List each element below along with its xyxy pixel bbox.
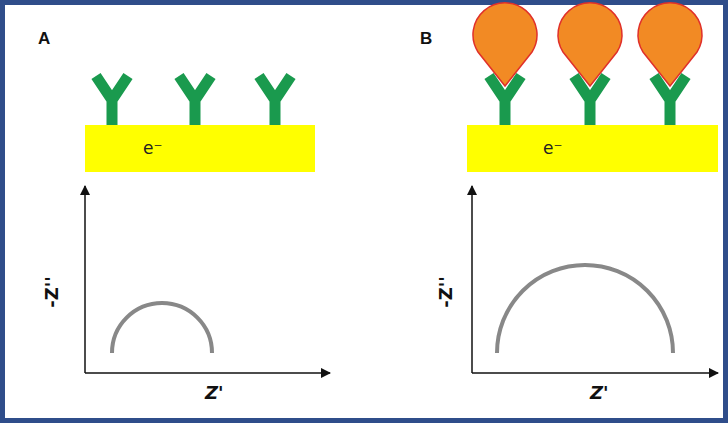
electron-label: e⁻: [543, 140, 562, 157]
panel-letter: B: [420, 30, 432, 47]
antigens: [473, 3, 702, 86]
panel-letter: A: [38, 30, 50, 47]
nyquist-curve: [112, 265, 673, 353]
electrode: e⁻: [85, 125, 315, 172]
antibodies: [96, 76, 686, 125]
electron-label: e⁻: [143, 140, 162, 157]
axis-label: -Z'': [437, 276, 455, 308]
axis-label: -Z'': [43, 276, 61, 308]
axis-label: Z': [590, 384, 609, 402]
frame: [3, 3, 726, 421]
electrode: e⁻: [467, 125, 718, 172]
axes: [85, 186, 718, 373]
axis-label: Z': [205, 384, 224, 402]
